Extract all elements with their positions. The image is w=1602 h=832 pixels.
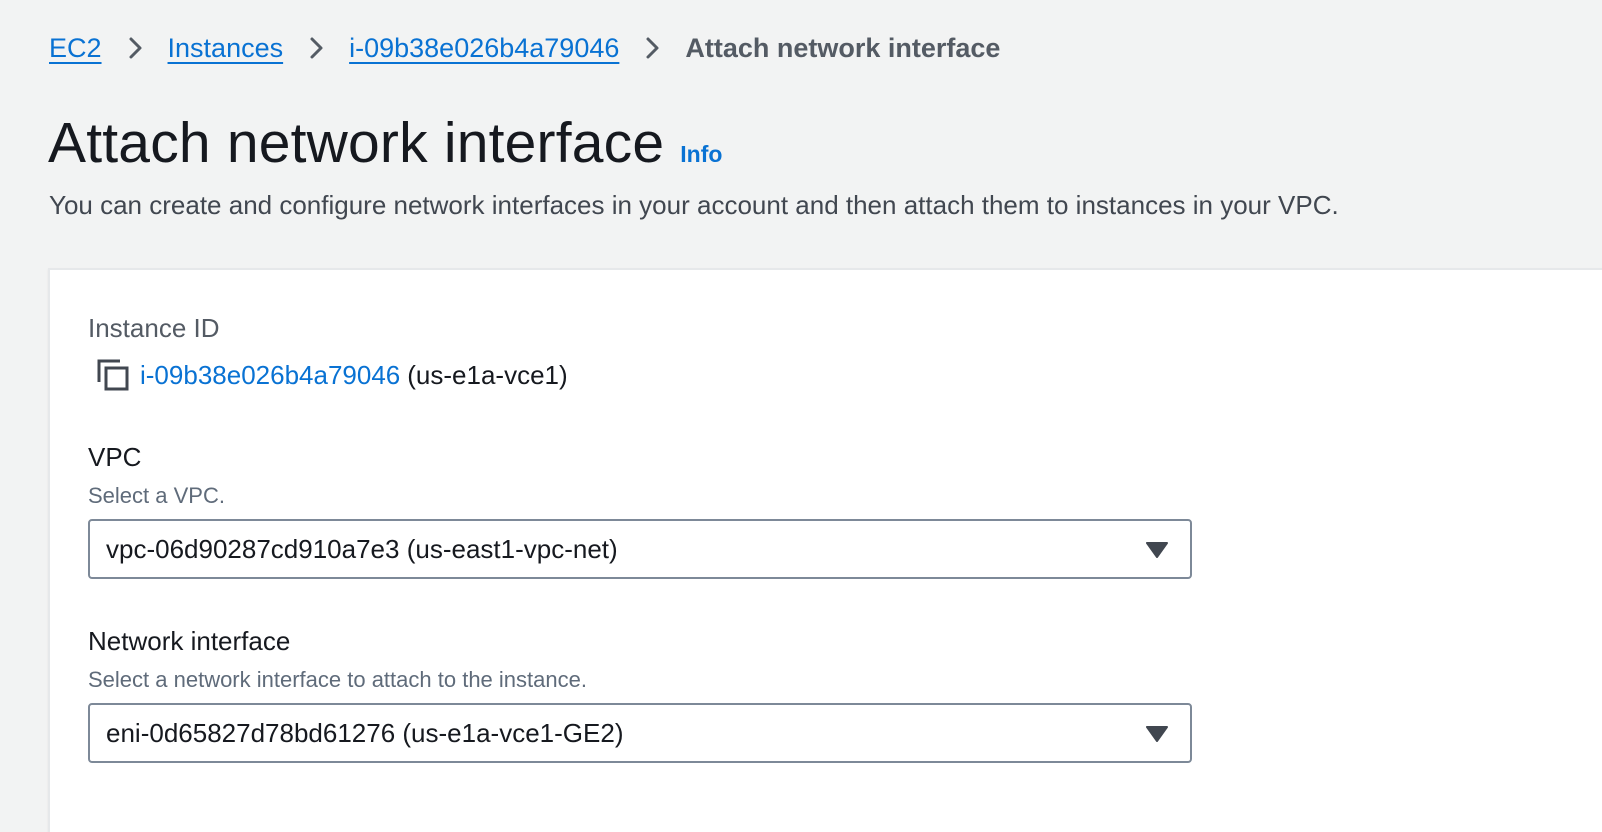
network-interface-label: Network interface xyxy=(88,626,291,656)
vpc-label: VPC xyxy=(88,442,142,472)
instance-id-value: i-09b38e026b4a79046 (us-e1a-vce1) xyxy=(96,358,568,392)
breadcrumb-current: Attach network interface xyxy=(685,32,1001,63)
chevron-right-icon xyxy=(639,35,665,61)
chevron-right-icon xyxy=(303,35,329,61)
breadcrumb-link-instances[interactable]: Instances xyxy=(167,32,284,63)
vpc-select[interactable]: vpc-06d90287cd910a7e3 (us-east1-vpc-net) xyxy=(88,519,1192,579)
breadcrumb: EC2 Instances i-09b38e026b4a79046 Attach… xyxy=(49,28,1000,68)
breadcrumb-link-instance-id[interactable]: i-09b38e026b4a79046 xyxy=(349,32,620,63)
caret-down-icon xyxy=(1146,541,1168,559)
vpc-hint: Select a VPC. xyxy=(88,483,225,508)
instance-id-label: Instance ID xyxy=(88,313,220,343)
info-link[interactable]: Info xyxy=(680,141,723,167)
vpc-select-value: vpc-06d90287cd910a7e3 (us-east1-vpc-net) xyxy=(106,533,618,564)
network-interface-select-value: eni-0d65827d78bd61276 (us-e1a-vce1-GE2) xyxy=(106,717,624,748)
caret-down-icon xyxy=(1146,725,1168,743)
network-interface-hint: Select a network interface to attach to … xyxy=(88,667,587,692)
chevron-right-icon xyxy=(122,35,148,61)
copy-icon[interactable] xyxy=(96,358,130,392)
breadcrumb-link-ec2[interactable]: EC2 xyxy=(49,32,102,63)
network-interface-select[interactable]: eni-0d65827d78bd61276 (us-e1a-vce1-GE2) xyxy=(88,703,1192,763)
page-header: Attach network interface Info xyxy=(48,110,722,176)
page-description: You can create and configure network int… xyxy=(49,190,1339,220)
instance-name: (us-e1a-vce1) xyxy=(407,359,568,390)
instance-id-link[interactable]: i-09b38e026b4a79046 xyxy=(140,359,401,390)
page-title: Attach network interface xyxy=(48,111,665,175)
